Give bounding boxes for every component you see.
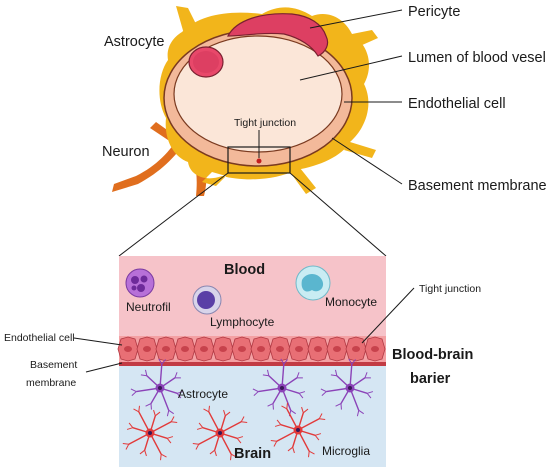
lymphocyte-icon [192,285,222,315]
endothelial-cell [250,336,272,362]
endothelial-cell [288,336,310,362]
label-pericyte: Pericyte [408,4,460,20]
astrocyte-cell [252,358,306,417]
endothelial-cell [326,336,348,362]
microglia-cell [270,402,326,458]
label-tight-junction-top: Tight junction [234,117,296,129]
endothelial-cell [231,336,253,362]
endothelial-cell [136,336,158,362]
label-endothelial-top: Endothelial cell [408,96,506,112]
label-lumen: Lumen of blood vesel [408,50,546,66]
label-lymphocyte: Lymphocyte [210,315,275,329]
endothelial-cell [174,336,196,362]
endothelial-cell-row [117,336,386,362]
astrocyte-cell [320,358,374,417]
label-astrocyte-top: Astrocyte [104,34,164,50]
endothelial-cell [364,336,386,362]
microglia-cell [122,405,178,461]
monocyte-icon [295,265,331,301]
basement-layer [119,362,386,366]
pericyte-shape [227,13,329,57]
blood-cell-inner [193,51,219,73]
endothelial-cell [117,336,139,362]
label-bbb-1: Blood-brain [392,347,473,363]
top-leader-lines [118,9,403,257]
label-microglia: Microglia [322,444,370,458]
label-brain: Brain [234,446,271,462]
label-neuron: Neuron [102,144,150,160]
label-basement-top: Basement membrane [408,178,547,194]
vessel-cross-section [112,6,378,196]
endothelial-cell [155,336,177,362]
astrocyte-cell [130,358,184,417]
tight-junction-dot [256,158,262,164]
label-blood: Blood [224,262,265,278]
endothelial-cell [212,336,234,362]
label-tight-junction-panel: Tight junction [419,283,481,295]
panel-leader-lines [73,287,415,373]
label-monocyte: Monocyte [325,295,377,309]
label-endothelial-panel: Endothelial cell [4,332,75,344]
label-astrocyte-panel: Astrocyte [178,387,228,401]
neutrofil-icon [125,268,155,298]
endothelial-cell [307,336,329,362]
blood-region [119,256,386,336]
label-basement-panel-2: membrane [26,377,76,389]
microglia-cell [192,405,248,461]
label-basement-panel-1: Basement [30,359,77,371]
glia-cells [122,358,374,461]
label-neutrofil: Neutrofil [126,300,171,314]
endothelial-cell [269,336,291,362]
brain-region [119,366,386,467]
label-bbb-2: barier [410,371,451,387]
endothelial-cell [193,336,215,362]
endothelial-cell [345,336,367,362]
